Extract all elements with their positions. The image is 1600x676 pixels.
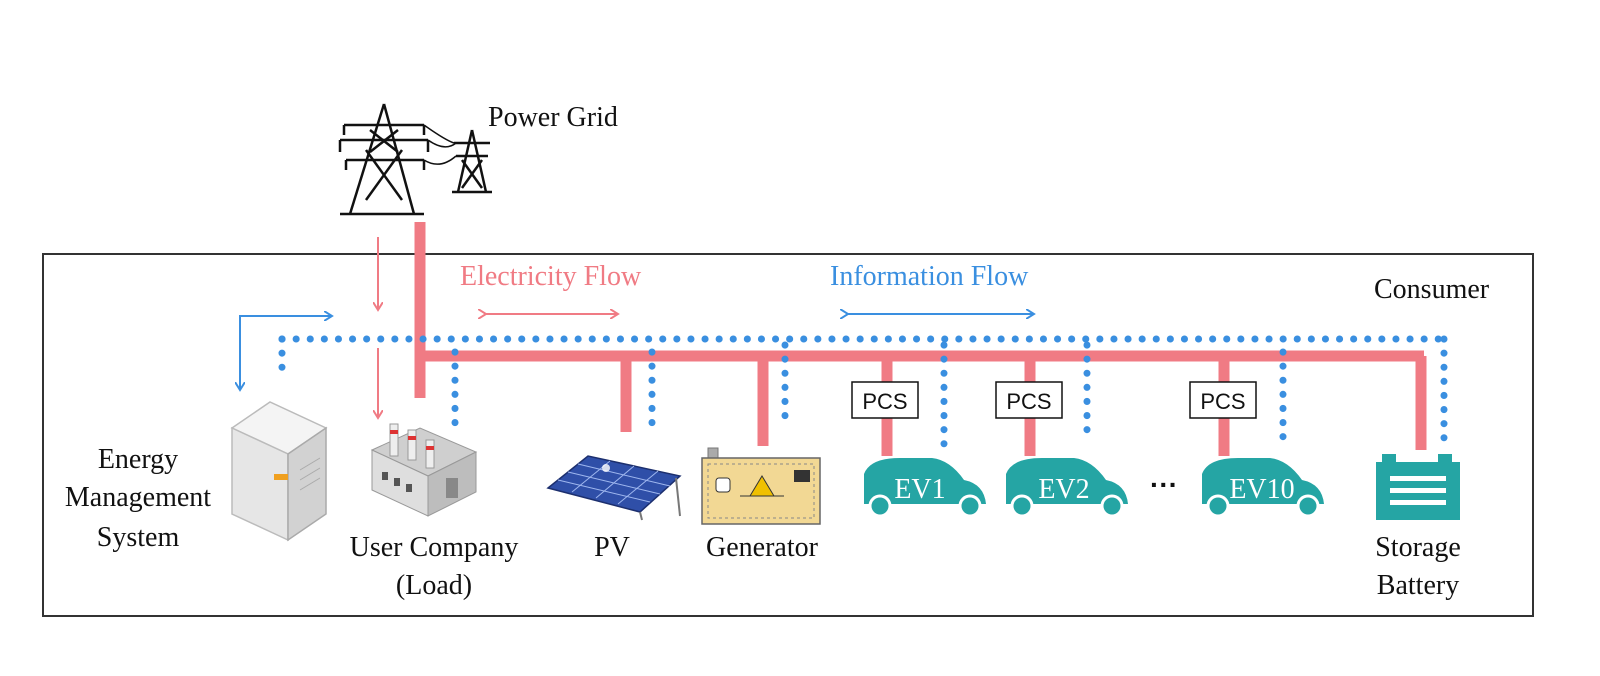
pv-label: PV xyxy=(594,532,630,563)
battery-icon xyxy=(1376,454,1460,520)
ev10-label: EV10 xyxy=(1229,474,1294,505)
information-flow-legend: Information Flow xyxy=(830,261,1029,292)
pcs-box-2: PCS xyxy=(995,381,1063,419)
ems-information-arrows xyxy=(240,316,332,390)
ev-car-1: EV1 xyxy=(864,458,986,518)
pcs-box-1: PCS xyxy=(851,381,919,419)
power-grid-label: Power Grid xyxy=(488,102,618,133)
factory-icon xyxy=(370,423,478,517)
storage-label-line1: Storage xyxy=(1375,532,1461,563)
load-label-line1: User Company xyxy=(350,532,519,563)
pcs-label-3: PCS xyxy=(1200,389,1245,414)
electricity-bus xyxy=(414,222,1427,456)
ems-label-line3: System xyxy=(97,522,180,553)
load-label: User Company (Load) xyxy=(350,532,519,601)
consumer-label: Consumer xyxy=(1374,274,1490,305)
ems-label: Energy Management System xyxy=(65,444,211,553)
storage-label: Storage Battery xyxy=(1375,532,1461,601)
ev-ellipsis: ··· xyxy=(1150,469,1178,500)
information-bus xyxy=(278,335,1448,450)
server-cabinet-icon xyxy=(230,401,328,542)
pcs-label-1: PCS xyxy=(862,389,907,414)
pcs-label-2: PCS xyxy=(1006,389,1051,414)
ems-label-line1: Energy xyxy=(98,444,178,475)
ev1-label: EV1 xyxy=(894,474,945,505)
load-label-line2: (Load) xyxy=(396,570,472,601)
storage-label-line2: Battery xyxy=(1377,570,1459,601)
ev-car-2: EV2 xyxy=(1006,458,1128,518)
consumer-boundary xyxy=(42,253,1534,617)
ev-car-10: EV10 xyxy=(1202,458,1324,518)
generator-label: Generator xyxy=(706,532,819,563)
electricity-flow-legend: Electricity Flow xyxy=(460,261,642,292)
generator-icon xyxy=(701,447,821,525)
ems-label-line2: Management xyxy=(65,482,211,513)
pcs-box-3: PCS xyxy=(1189,381,1257,419)
ev2-label: EV2 xyxy=(1038,474,1089,505)
power-tower-icon xyxy=(338,103,492,216)
solar-panel-icon xyxy=(546,455,682,521)
